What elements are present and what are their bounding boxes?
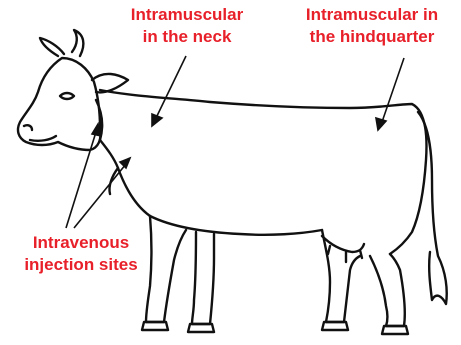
cow-mouth (30, 136, 56, 141)
cow-hoof-1 (142, 322, 168, 330)
label-hind-line-1: Intramuscular in (282, 4, 461, 26)
cow-hoof-3 (322, 322, 348, 330)
cow-hind-leg-left (322, 230, 360, 322)
cow-horn-left (40, 38, 64, 56)
cow-head (18, 58, 101, 150)
label-neck-line-1: Intramuscular (112, 4, 262, 26)
label-intramuscular-hindquarter: Intramuscular in the hindquarter (282, 4, 461, 48)
cow-nostril (24, 125, 32, 130)
cow-front-leg-right (192, 232, 214, 324)
pointer-iv-lower (74, 164, 126, 228)
pointer-iv-lower-arrowhead (120, 158, 130, 168)
cow-hoof-2 (188, 324, 214, 332)
label-iv-line-1: Intravenous (6, 232, 156, 254)
pointer-hindquarter-arrowhead (376, 118, 386, 130)
cow-belly (150, 216, 322, 235)
label-intramuscular-neck: Intramuscular in the neck (112, 4, 262, 48)
label-neck-line-2: in the neck (112, 26, 262, 48)
label-iv-line-2: injection sites (6, 254, 156, 276)
cow-chest (118, 168, 150, 216)
pointer-hindquarter (382, 58, 404, 122)
cow-horn-right (72, 30, 83, 56)
cow-ear (92, 74, 128, 92)
cow-body-outline (100, 90, 426, 254)
label-intravenous-sites: Intravenous injection sites (6, 232, 156, 276)
cow-eye (60, 93, 74, 99)
pointer-neck-arrowhead (152, 114, 162, 126)
cow-hind-leg-right (370, 254, 405, 326)
cow-tail (418, 112, 447, 304)
cow-hoof-4 (382, 326, 408, 334)
label-hind-line-2: the hindquarter (282, 26, 461, 48)
pointer-neck (156, 56, 186, 118)
